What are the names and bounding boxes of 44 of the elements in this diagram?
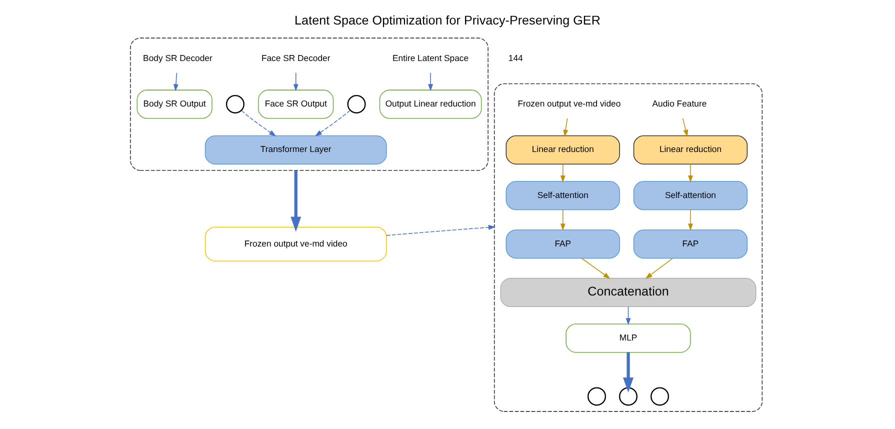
arrow <box>682 118 688 137</box>
node-text: Face SR Decoder <box>261 52 330 63</box>
node-box: Output Linear reduction <box>379 90 482 119</box>
arrow <box>428 72 434 92</box>
arrow <box>173 72 178 92</box>
node-box: Linear reduction <box>506 135 620 164</box>
diagram-title: Latent Space Optimization for Privacy-Preserving GER <box>294 14 600 28</box>
arrow <box>560 164 566 183</box>
arrow <box>645 258 673 279</box>
node-text: Frozen output ve-md video <box>518 98 621 108</box>
node-box: Self-attention <box>633 181 748 210</box>
node-circle <box>619 387 638 406</box>
node-box: Transformer Layer <box>204 135 387 164</box>
arrow <box>623 352 634 393</box>
node-box: MLP <box>566 324 691 353</box>
node-circle <box>650 387 670 406</box>
node-text: Body SR Decoder <box>143 52 212 63</box>
node-box: Concatenation <box>500 278 756 308</box>
arrow <box>626 306 631 326</box>
arrow <box>290 170 302 232</box>
arrow <box>241 110 276 136</box>
arrow <box>560 210 566 231</box>
arrow <box>293 72 298 92</box>
arrow <box>688 210 693 231</box>
node-box: FAP <box>633 229 748 259</box>
cluster <box>130 38 488 171</box>
node-text: Audio Feature <box>652 98 707 108</box>
node-circle <box>347 94 366 114</box>
arrow <box>688 164 693 183</box>
node-text: Entire Latent Space <box>392 52 469 63</box>
label: 144 <box>508 52 523 63</box>
arrow <box>563 118 568 137</box>
node-box: Linear reduction <box>633 135 748 164</box>
arrow <box>386 224 496 236</box>
arrow <box>581 258 610 279</box>
node-circle <box>588 387 606 406</box>
node-box: FAP <box>506 229 620 259</box>
arrow <box>314 110 351 136</box>
node-box: Self-attention <box>506 181 620 210</box>
node-circle <box>226 94 244 114</box>
node-box: Face SR Output <box>258 90 334 119</box>
cluster <box>494 83 763 412</box>
node-box: Body SR Output <box>136 90 212 119</box>
node-box: Frozen output ve-md video <box>204 226 387 262</box>
